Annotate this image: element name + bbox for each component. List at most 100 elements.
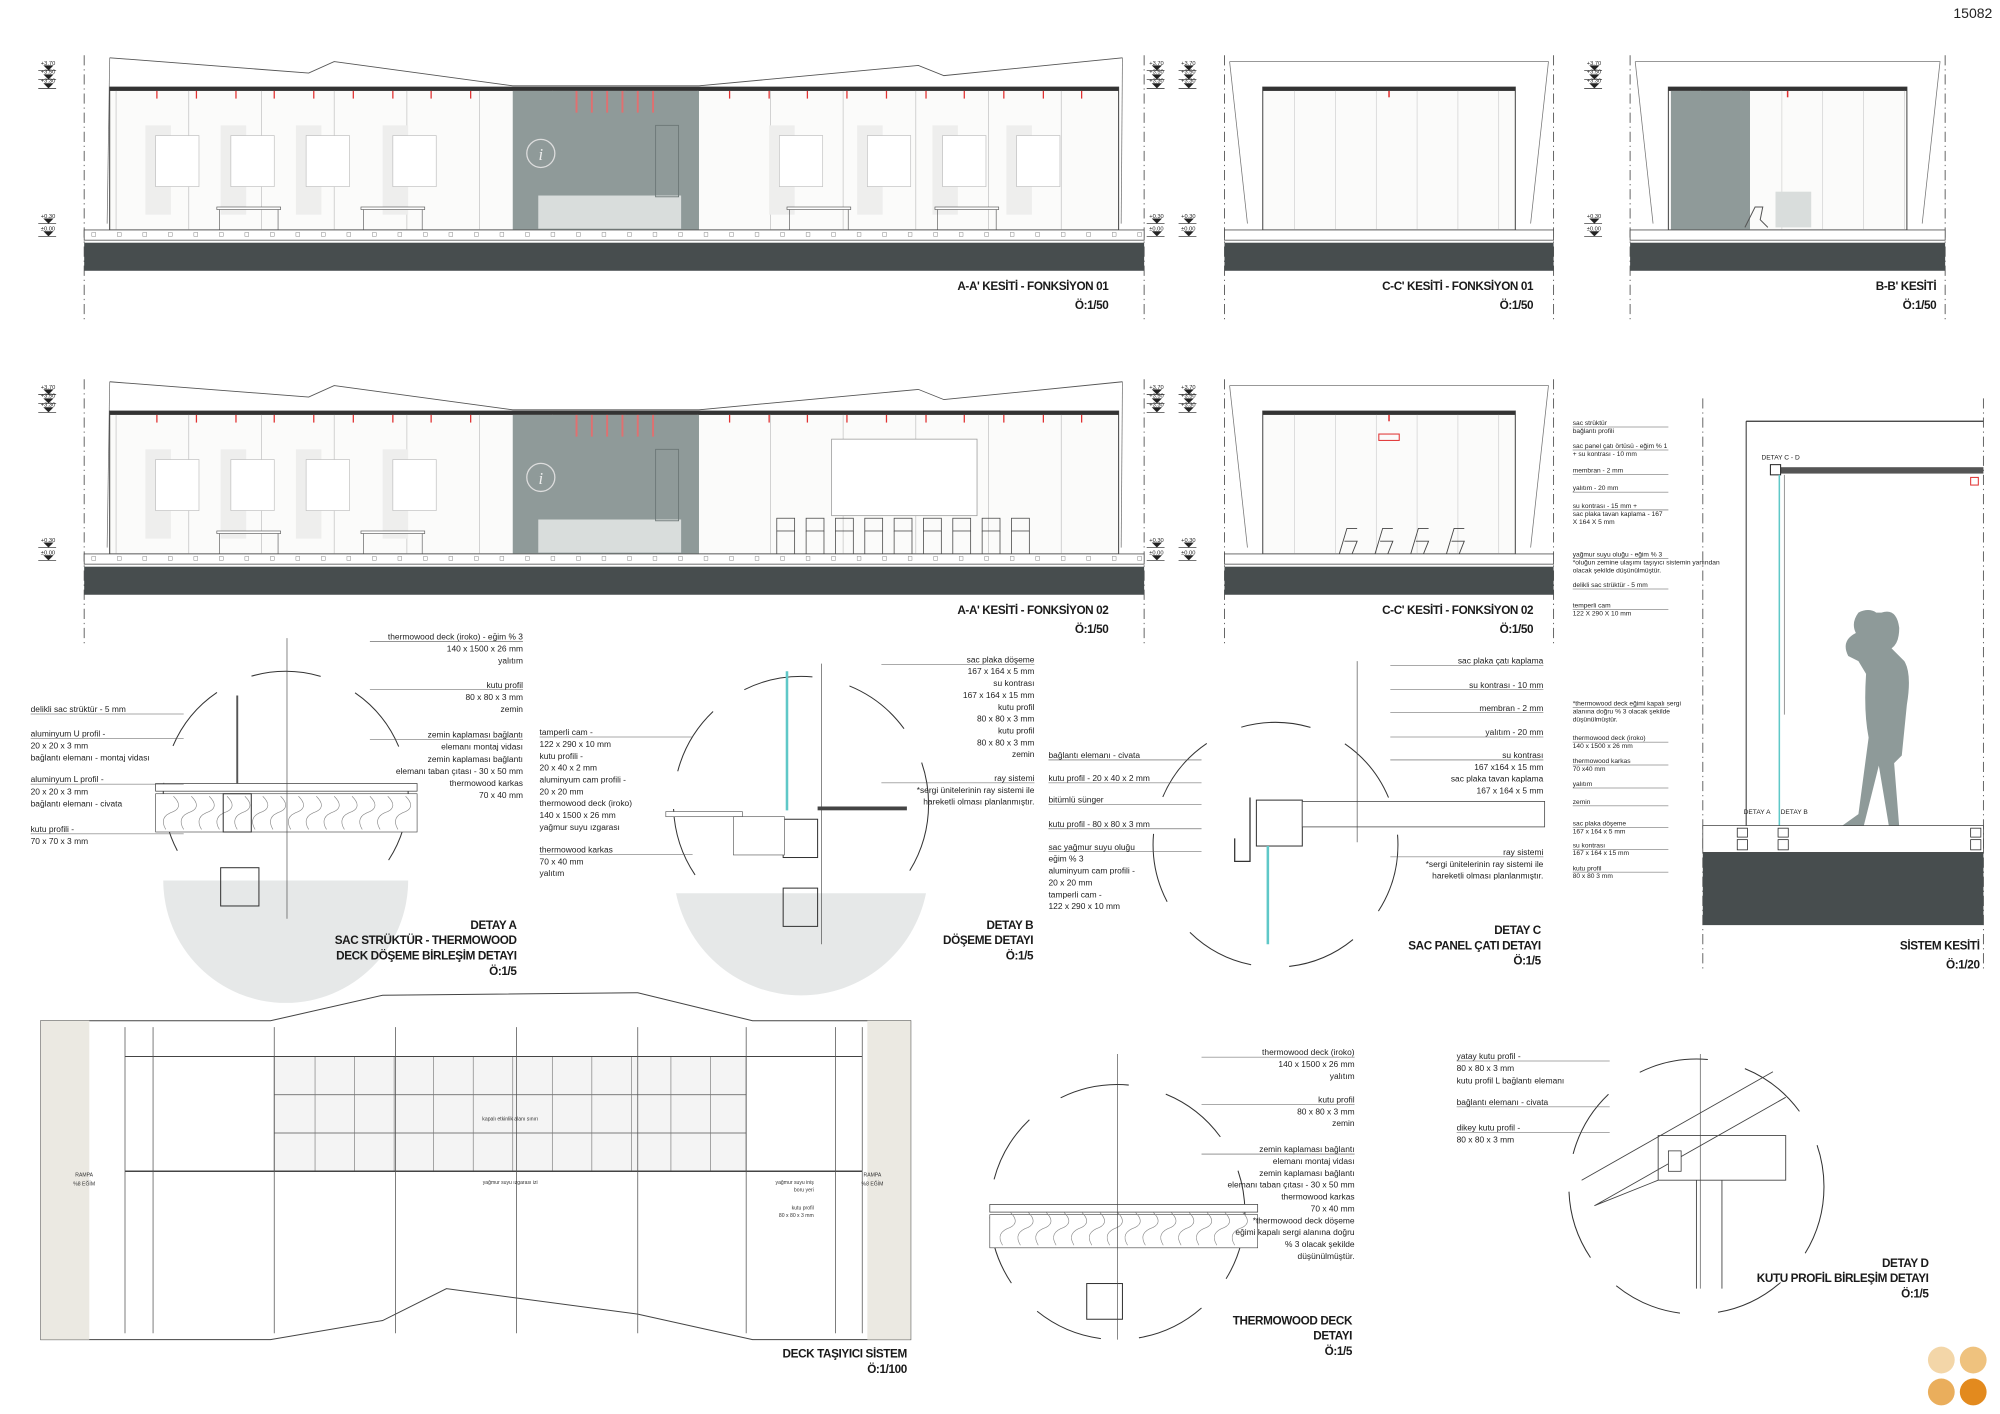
- deck-joist: [270, 556, 275, 561]
- door: [655, 124, 680, 198]
- callout-label: elemanı taban çıtası - 30 x 50 mm: [396, 766, 523, 776]
- level-label: +3.30: [1181, 79, 1195, 85]
- ramp-right: [867, 1020, 911, 1340]
- section-scale: Ö:1/50: [1903, 299, 1937, 312]
- callout-label: sac plaka döşeme: [967, 654, 1035, 664]
- chair: [776, 517, 796, 532]
- insulation-pattern: [216, 796, 233, 830]
- drawing-title: DECK TAŞIYICI SİSTEM: [783, 1348, 907, 1361]
- callout-label: sac plaka tavan kaplama: [1451, 774, 1544, 784]
- callout-label: sac yağmur suyu oluğu: [1048, 842, 1135, 852]
- level-marker-icon: [43, 542, 54, 548]
- deck-joist: [321, 232, 326, 237]
- chair: [1338, 527, 1358, 555]
- deck-joist: [1010, 556, 1015, 561]
- callout-label: 80 x 80 x 3 mm: [977, 737, 1034, 747]
- bench: [216, 206, 281, 210]
- deck-joist: [754, 232, 760, 237]
- deck-joist: [576, 232, 581, 237]
- level-label: ±0.00: [41, 551, 55, 557]
- level-marker-icon: [1151, 65, 1162, 71]
- insulation-pattern: [1214, 1211, 1230, 1246]
- callout-label: 80 x 80 x 3 mm: [465, 692, 522, 702]
- color-swatch: [1959, 1346, 1987, 1374]
- section-title: A-A' KESİTİ - FONKSİYON 01: [957, 280, 1109, 293]
- callout-label: thermowood deck (iroko): [1262, 1047, 1355, 1057]
- insulation-pattern: [377, 796, 394, 830]
- callout-label: delikli sac strüktür - 5 mm: [1573, 582, 1649, 589]
- exhibit-board: [230, 459, 275, 511]
- insulation-pattern: [1196, 1211, 1213, 1246]
- roof-outline: [1635, 61, 1941, 224]
- deck-joist: [244, 232, 249, 237]
- roof-panel: [1301, 801, 1546, 828]
- callout-label: membran - 2 mm: [1479, 703, 1543, 713]
- callout-label: 167 x 164 x 15 mm: [963, 690, 1034, 700]
- chair: [923, 517, 942, 532]
- callout-label: zemin: [1332, 1118, 1355, 1128]
- level-label: +3.50: [1181, 70, 1195, 76]
- level-marker-icon: [1151, 407, 1162, 413]
- insulation-pattern: [1089, 1211, 1105, 1246]
- section-scale: Ö:1/50: [1075, 623, 1109, 636]
- callout-label: aluminyum cam profili -: [1048, 866, 1135, 876]
- level-marker-icon: [1589, 231, 1600, 237]
- wall-outline: [1120, 57, 1123, 224]
- box-profile: [1255, 799, 1303, 847]
- callout-label: hareketli olması planlanmıştır.: [1432, 871, 1543, 881]
- callout-label: 140 x 1500 x 26 mm: [540, 810, 616, 820]
- deck-joist: [193, 232, 198, 237]
- section-title: SİSTEM KESİTİ: [1900, 939, 1980, 952]
- exhibit-board: [392, 135, 437, 187]
- callout-label: bağlantı elemanı - montaj vidası: [31, 753, 150, 763]
- corner-profile: [1769, 464, 1782, 476]
- chair: [1011, 517, 1030, 532]
- deck-boards: [155, 783, 418, 792]
- level-marker-icon: [43, 74, 54, 80]
- callout-label: *sergi ünitelerinin ray sistemi ile: [1426, 859, 1544, 869]
- callout-label: 167 x 164 x 5 mm: [968, 666, 1035, 676]
- deck-joist: [397, 556, 402, 561]
- callout-label: 20 x 40 x 2 mm: [540, 763, 597, 773]
- level-label: +3.70: [1181, 61, 1195, 67]
- exhibit-board: [305, 459, 350, 511]
- callout-label: zemin kaplaması bağlantı: [1259, 1144, 1354, 1154]
- ramp-label: %8 EĞİM: [73, 1180, 95, 1187]
- wall-outline: [1229, 61, 1248, 224]
- deck-joist: [933, 556, 938, 561]
- roof-beam: [1770, 467, 1984, 474]
- wall-outline: [106, 381, 111, 548]
- drawing-scale: Ö:1/100: [867, 1363, 908, 1376]
- callout-label: X 164 X 5 mm: [1573, 519, 1615, 526]
- drawing-title: DETAY C: [1494, 924, 1542, 937]
- callout-label: 80 x 80 x 3 mm: [1457, 1063, 1514, 1073]
- box-profile: [1736, 827, 1748, 838]
- level-marker-icon: [1183, 83, 1194, 89]
- deck-joist: [984, 556, 989, 561]
- floor-plate: [817, 806, 907, 811]
- deck-joist: [780, 232, 785, 237]
- deck-joist: [346, 556, 351, 561]
- callout-label: 80 x 80 3 mm: [1573, 873, 1614, 880]
- box-profile: [1970, 827, 1982, 838]
- detail-boundary: [1152, 721, 1399, 968]
- callout-label: sac plaka çatı kaplama: [1458, 656, 1544, 666]
- deck-joist: [1086, 232, 1091, 237]
- callout-label: 167 x 164 x 15 mm: [1573, 850, 1630, 857]
- deck-joist: [729, 556, 734, 561]
- roof-outline: [1229, 385, 1549, 548]
- callout-label: su kontrası - 10 mm: [1469, 680, 1543, 690]
- callout-label: tamperli cam -: [1048, 889, 1101, 899]
- box-profile: [1970, 839, 1982, 851]
- deck-joist: [142, 232, 147, 237]
- insulation-pattern: [1071, 1211, 1088, 1246]
- deck-joist: [499, 232, 505, 237]
- exhibit-board: [155, 459, 200, 511]
- deck-joist: [372, 556, 377, 561]
- level-label: ±0.00: [1181, 227, 1195, 233]
- callout-label: dikey kutu profil -: [1457, 1122, 1521, 1132]
- deck-joist: [678, 232, 683, 237]
- exhibit-board: [230, 135, 275, 187]
- level-marker-icon: [1151, 542, 1162, 548]
- callout-label: 70 x 70 x 3 mm: [31, 836, 88, 846]
